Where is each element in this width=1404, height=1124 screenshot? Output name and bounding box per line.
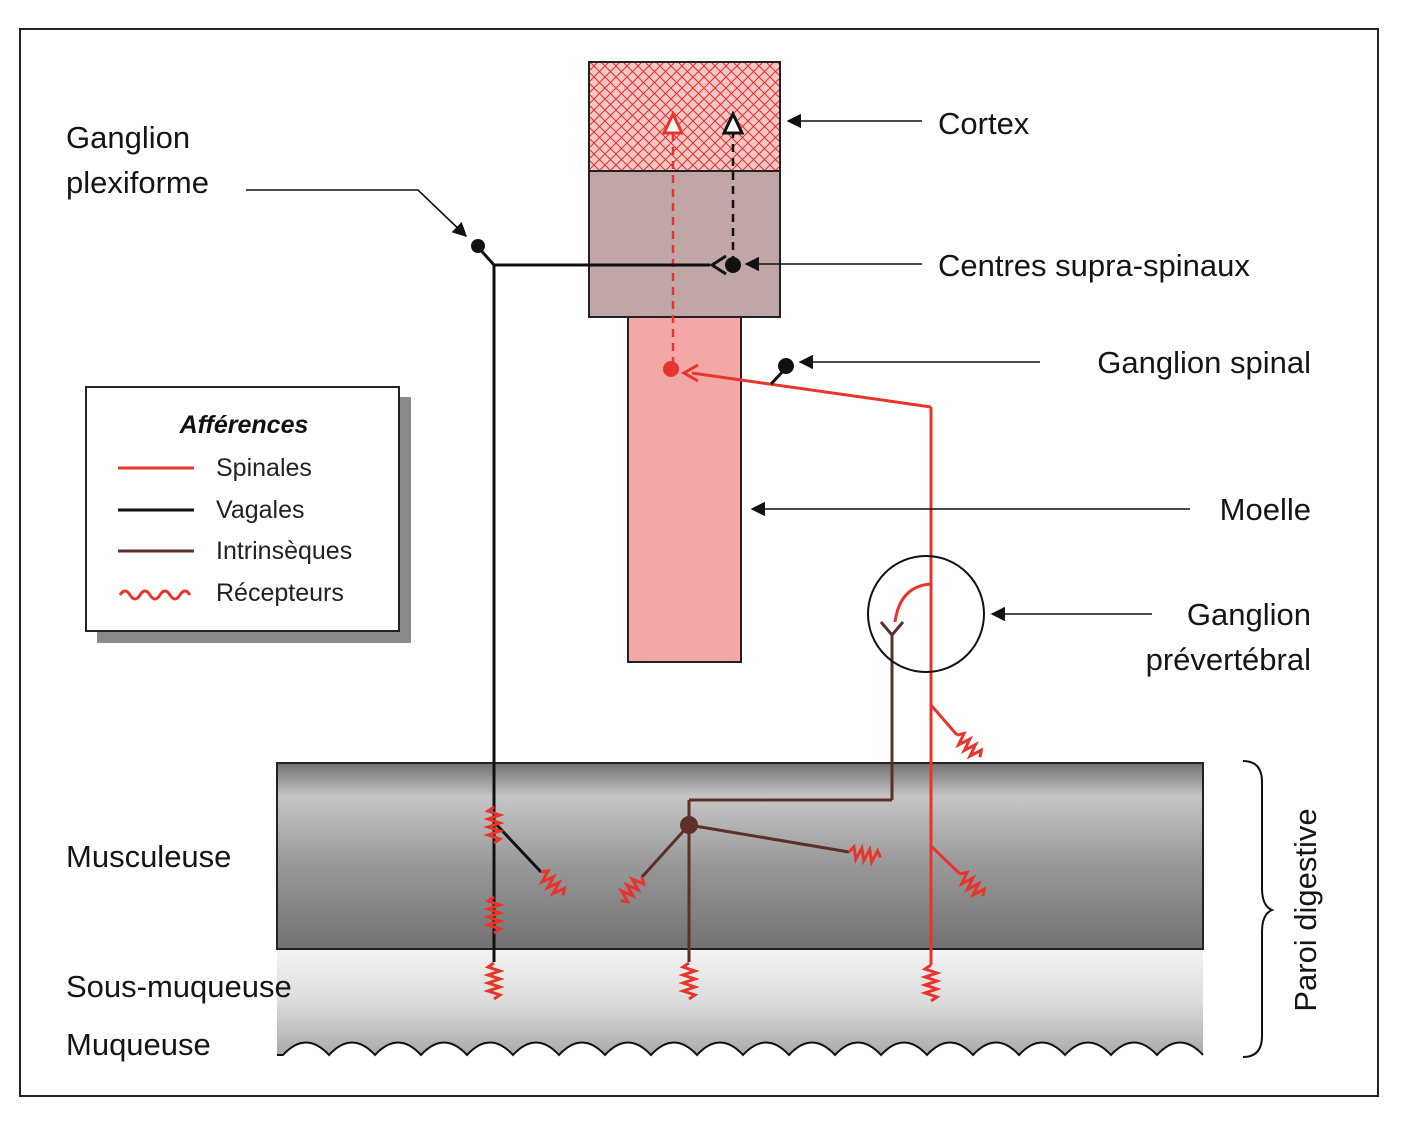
spinal-afferent xyxy=(680,363,962,965)
label-muqueuse: Muqueuse xyxy=(66,1027,211,1062)
label-centres-supraspinaux: Centres supra-spinaux xyxy=(938,248,1250,283)
label-sous-muqueuse: Sous-muqueuse xyxy=(66,969,292,1004)
vagal-afferent xyxy=(476,246,727,962)
legend-label-recepteurs: Récepteurs xyxy=(216,579,344,607)
moelle-block xyxy=(627,315,742,663)
label-musculeuse: Musculeuse xyxy=(66,839,231,874)
label-ganglion-prevertebral-1: Ganglion xyxy=(1187,597,1311,632)
label-cortex: Cortex xyxy=(938,106,1030,141)
receptor-icon xyxy=(617,875,646,904)
label-ganglion-spinal: Ganglion spinal xyxy=(1097,345,1311,380)
receptor-icon xyxy=(538,868,567,897)
legend-swatch-recepteurs-icon xyxy=(118,589,192,601)
receptor-icon xyxy=(678,961,700,1001)
receptor-icon xyxy=(920,963,942,1003)
legend: Afférences Spinales Vagales Intrinsèques… xyxy=(85,386,411,643)
paroi-brace xyxy=(1242,760,1275,1058)
spinal-cortex-arrow-icon xyxy=(661,110,685,135)
digestive-wall xyxy=(276,762,1204,1057)
ganglion-spinal-node xyxy=(778,358,794,374)
ganglion-plexiforme-node xyxy=(471,239,485,253)
mucosa-wave-outline xyxy=(277,1041,1204,1057)
receptor-icon xyxy=(483,805,505,845)
receptor-icon xyxy=(958,870,987,899)
legend-label-intrinseques: Intrinsèques xyxy=(216,537,352,565)
ganglion-plexiforme-leader-arrow xyxy=(246,189,468,237)
receptor-icon xyxy=(483,961,505,1001)
vagal-cortex-arrow-icon xyxy=(721,110,745,135)
label-ganglion-prevertebral-2: prévertébral xyxy=(1146,642,1311,677)
intrinsic-neuron-node xyxy=(680,816,698,834)
receptors xyxy=(483,731,987,1003)
centres-supraspinaux-block xyxy=(588,169,781,318)
label-moelle: Moelle xyxy=(1220,492,1311,527)
cortex-block xyxy=(588,61,781,172)
supraspinal-synapse-node xyxy=(725,257,741,273)
receptor-icon xyxy=(483,895,505,935)
muscularis-layer xyxy=(276,762,1204,950)
label-ganglion-plexiforme-2: plexiforme xyxy=(66,165,209,200)
legend-label-spinales: Spinales xyxy=(216,454,312,482)
receptor-icon xyxy=(847,843,882,867)
leader-lines xyxy=(246,113,1190,622)
ganglion-prevertebral-circle xyxy=(867,555,985,673)
label-ganglion-plexiforme-1: Ganglion xyxy=(66,120,190,155)
label-paroi-digestive: Paroi digestive xyxy=(1288,808,1323,1011)
legend-label-vagales: Vagales xyxy=(216,496,305,524)
receptor-icon xyxy=(955,731,984,760)
mucosa-layer xyxy=(277,948,1203,1055)
legend-title: Afférences xyxy=(179,411,309,439)
moelle-synapse-node xyxy=(663,361,679,377)
